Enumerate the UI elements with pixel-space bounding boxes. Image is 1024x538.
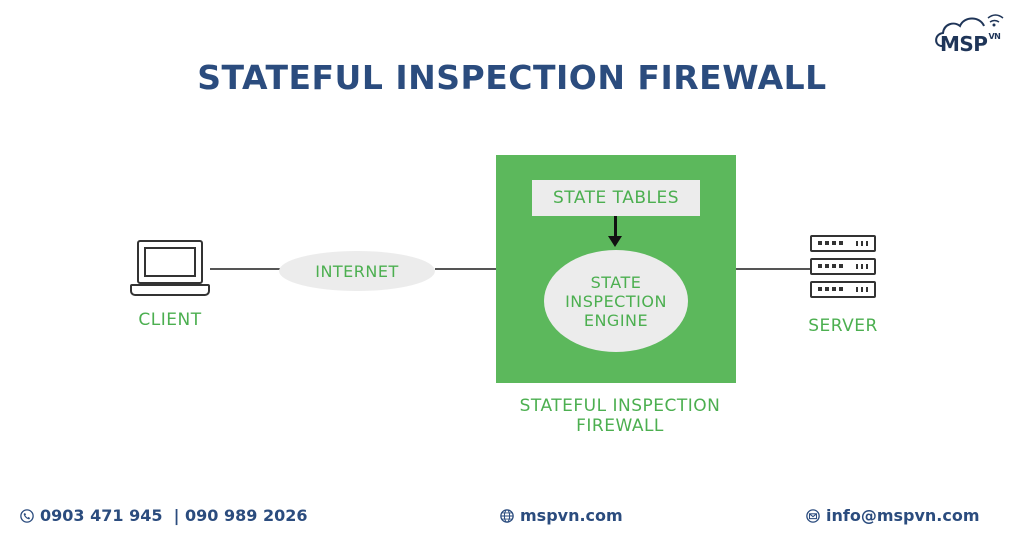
server-unit [810, 281, 876, 298]
state-tables-box: STATE TABLES [532, 180, 700, 216]
engine-label: STATE INSPECTION ENGINE [565, 272, 667, 330]
inspection-engine: STATE INSPECTION ENGINE [544, 250, 688, 352]
arrow-down-icon [608, 236, 622, 247]
client-internet-line [210, 268, 280, 270]
msp-logo: MSPVN [932, 12, 1012, 62]
laptop-screen [137, 240, 203, 284]
arrow-shaft [614, 216, 617, 238]
internet-label: INTERNET [315, 261, 399, 281]
firewall-label: STATEFUL INSPECTION FIREWALL [519, 396, 721, 436]
cloud-icon [935, 14, 1004, 47]
server-unit [810, 258, 876, 275]
logo-text: MSPVN [940, 32, 1001, 56]
footer-website: mspvn.com [500, 506, 623, 525]
logo-superscript: VN [988, 32, 1001, 41]
phone-icon [20, 508, 34, 523]
page-title: STATEFUL INSPECTION FIREWALL [197, 58, 827, 97]
footer-email: info@mspvn.com [806, 506, 980, 525]
website-link[interactable]: mspvn.com [520, 506, 623, 525]
footer-phone: 0903 471 945 | 090 989 2026 [20, 506, 308, 525]
state-tables-label: STATE TABLES [552, 188, 680, 208]
laptop-base [130, 284, 210, 296]
internet-firewall-line [435, 268, 496, 270]
server-unit [810, 235, 876, 252]
email-link[interactable]: info@mspvn.com [826, 506, 980, 525]
mail-icon [806, 508, 820, 523]
globe-icon [500, 508, 514, 523]
server-label: SERVER [808, 316, 878, 336]
firewall-server-line [736, 268, 810, 270]
internet-node: INTERNET [279, 251, 435, 291]
phone-numbers[interactable]: 0903 471 945 | 090 989 2026 [40, 506, 308, 525]
client-label: CLIENT [138, 310, 202, 330]
